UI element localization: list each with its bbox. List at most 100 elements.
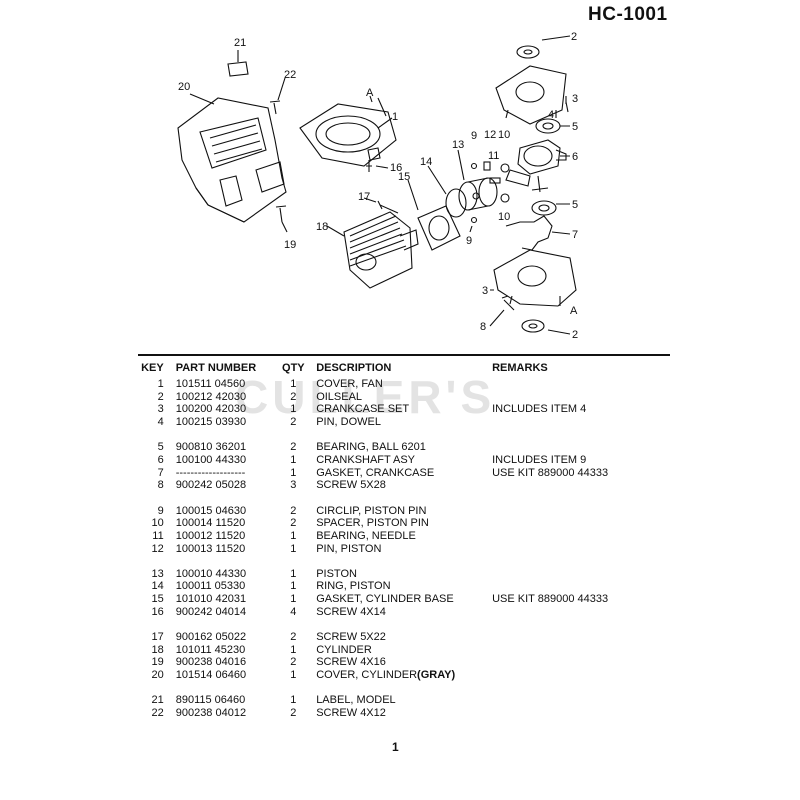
remarks-cell [492, 441, 670, 454]
spacer-drawing-2 [500, 193, 510, 203]
circlip-drawing [470, 162, 478, 170]
key-cell: 5 [140, 441, 164, 454]
qty-cell-text: 1 [290, 567, 297, 580]
callout-A-top: A [366, 87, 374, 99]
part-number-cell-text: 101011 45230 [175, 643, 246, 656]
description-cell-text: SCREW 5X28 [316, 479, 386, 492]
key-cell: 19 [140, 656, 164, 669]
description-cell-text: LABEL, MODEL [316, 694, 396, 707]
part-number-cell: 100100 44330 [164, 454, 281, 467]
qty-cell: 1 [280, 378, 306, 391]
qty-cell: 1 [280, 530, 306, 543]
key-cell: 21 [140, 694, 163, 707]
remarks-cell [492, 505, 670, 518]
description-cell-text: CRANKSHAFT ASY [316, 453, 416, 466]
key-cell: 7 [140, 467, 164, 480]
remarks-cell [492, 694, 670, 707]
qty-cell: 1 [280, 580, 306, 593]
needle-bearing-drawing [483, 161, 491, 171]
remarks-cell [492, 416, 670, 429]
key-cell: 2 [140, 391, 164, 404]
remarks-cell-text: INCLUDES ITEM 4 [492, 403, 587, 416]
callout-20: 20 [178, 81, 190, 93]
key-cell-text: 1 [157, 378, 164, 390]
part-number-cell-text: 900810 36201 [175, 441, 247, 454]
qty-cell-text: 2 [290, 706, 297, 719]
key-cell-text: 19 [151, 656, 164, 669]
key-cell-text: 3 [157, 403, 164, 416]
screw-17-drawing [377, 200, 399, 214]
key-cell-text: 9 [157, 504, 164, 517]
part-number-cell-text: ------------------- [175, 466, 246, 479]
oilseal-bottom-drawing [521, 319, 545, 333]
part-number-cell-text: 890115 06460 [175, 694, 246, 707]
qty-cell-text: 3 [290, 479, 297, 492]
description-cell: SCREW 4X14 [306, 606, 492, 619]
qty-cell-text: 2 [290, 656, 297, 669]
key-cell-text: 15 [151, 593, 164, 606]
key-cell: 10 [140, 517, 163, 530]
remarks-cell [492, 543, 670, 556]
callout-11: 11 [488, 150, 499, 162]
remarks-cell [492, 656, 670, 669]
callout-21: 21 [234, 37, 246, 49]
remarks-cell [492, 391, 670, 404]
qty-cell-text: 2 [290, 631, 297, 643]
key-cell-text: 2 [157, 390, 164, 403]
part-number-cell: 100200 42030 [164, 403, 281, 416]
part-number-cell: 100215 03930 [164, 416, 281, 429]
description-cell-text: CRANKCASE SET [316, 403, 410, 416]
callout-5-top: 5 [572, 121, 578, 133]
qty-cell: 2 [280, 656, 306, 669]
key-cell-text: 17 [151, 631, 164, 643]
description-cell-text: PIN, DOWEL [316, 416, 381, 429]
description-cell: BEARING, BALL 6201 [306, 441, 492, 454]
description-cell-text: GASKET, CYLINDER BASE [316, 593, 454, 606]
header-remarks: REMARKS [492, 362, 548, 374]
key-cell-text: 8 [157, 479, 164, 492]
part-number-cell: 100212 42030 [164, 391, 281, 404]
remarks-cell [492, 378, 670, 391]
part-number-cell-text: 101010 42031 [175, 593, 247, 606]
qty-cell-text: 2 [290, 441, 297, 454]
callout-15: 15 [398, 171, 410, 183]
part-number-cell: 900242 05028 [164, 479, 281, 492]
part-number-cell-text: 100200 42030 [175, 403, 247, 416]
description-cell-text: CIRCLIP, PISTON PIN [316, 504, 427, 517]
callout-4: 4 [548, 109, 554, 121]
description-cell: LABEL, MODEL [306, 694, 492, 707]
table-top-rule [138, 354, 670, 356]
key-cell-text: 18 [151, 643, 164, 656]
oilseal-top-drawing [516, 45, 540, 59]
callout-22: 22 [284, 69, 296, 81]
callout-10-bottom: 10 [498, 211, 510, 223]
part-number-cell-text: 900238 04012 [175, 706, 247, 719]
description-cell: SCREW 5X22 [306, 631, 492, 644]
qty-cell: 2 [280, 517, 306, 530]
header-key: KEY [141, 362, 164, 374]
description-cell: COVER, CYLINDER(GRAY) [306, 669, 492, 682]
qty-cell-text: 2 [290, 416, 297, 429]
piston-ring-drawing [445, 188, 467, 218]
key-cell-text: 6 [157, 453, 164, 466]
part-number-cell-text: 100011 05330 [175, 580, 246, 593]
ball-bearing-bottom-drawing [531, 200, 557, 216]
part-number-cell: 100014 11520 [164, 517, 281, 530]
description-cell-text: BEARING, NEEDLE [316, 529, 416, 542]
qty-cell: 1 [280, 454, 306, 467]
description-cell-text: RING, PISTON [316, 580, 391, 593]
callout-2-top: 2 [571, 31, 577, 43]
qty-cell: 1 [280, 403, 306, 416]
part-number-cell: 100013 11520 [164, 543, 281, 556]
qty-cell: 1 [280, 644, 306, 657]
callout-10-top: 10 [498, 129, 510, 141]
fan-cover-drawing [299, 103, 397, 167]
part-number-cell: 101010 42031 [164, 593, 281, 606]
description-cell-text: SCREW 4X12 [316, 706, 386, 719]
callout-6: 6 [572, 151, 578, 163]
key-cell: 12 [140, 543, 163, 556]
